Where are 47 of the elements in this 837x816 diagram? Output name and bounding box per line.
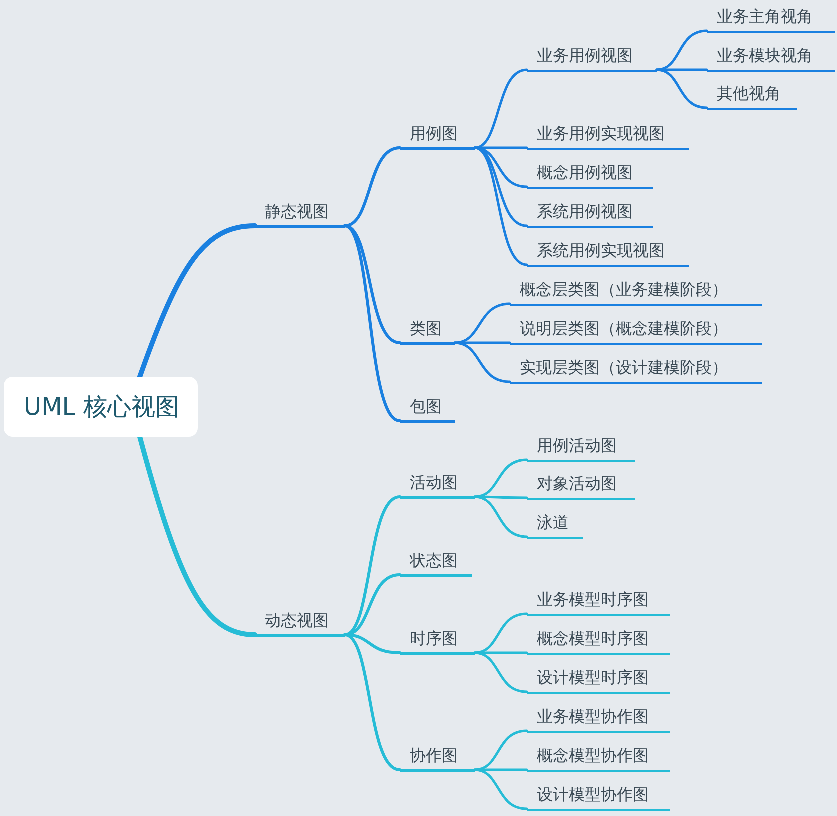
topic-label: 概念模型协作图: [527, 743, 670, 772]
branch-line: [474, 612, 528, 654]
topic-label: 业务主角视角: [707, 4, 835, 33]
topic-label: 状态图: [400, 548, 472, 577]
branch-line: [474, 68, 528, 150]
topic-label: 概念模型时序图: [527, 626, 670, 655]
branch-line: [656, 30, 708, 72]
branch-line: [454, 342, 512, 384]
topic-label: 静态视图: [255, 199, 345, 228]
topic-label: 系统用例实现视图: [527, 238, 689, 267]
branch-line: [474, 652, 528, 694]
topic-label: 说明层类图（概念建模阶段）: [510, 316, 762, 345]
topic-label: 概念用例视图: [527, 160, 653, 189]
topic-label: 业务模块视角: [707, 43, 835, 72]
topic-label: 活动图: [400, 470, 475, 499]
topic-label: 业务模型协作图: [527, 704, 670, 733]
topic-label: 时序图: [400, 626, 475, 655]
topic-label: 对象活动图: [527, 471, 635, 500]
branch-line: [474, 146, 528, 266]
topic-label: 业务用例实现视图: [527, 121, 689, 150]
topic-label: 协作图: [400, 743, 475, 772]
topic-label: 业务模型时序图: [527, 587, 670, 616]
topic-label: 概念层类图（业务建模阶段）: [510, 277, 762, 306]
topic-label: 其他视角: [707, 81, 797, 110]
topic-label: 泳道: [527, 510, 583, 539]
branch-line: [474, 768, 528, 810]
branch-line: [656, 68, 708, 110]
branch-line: [344, 496, 402, 636]
topic-label: 实现层类图（设计建模阶段）: [510, 355, 762, 384]
branch-line: [138, 434, 258, 638]
topic-label: 设计模型时序图: [527, 665, 670, 694]
topic-label: 用例图: [400, 121, 475, 150]
topic-label: 动态视图: [255, 608, 345, 637]
branch-line: [474, 730, 528, 772]
topic-label: 设计模型协作图: [527, 782, 670, 811]
topic-label: 包图: [400, 394, 455, 423]
topic-label: 用例活动图: [527, 433, 635, 462]
branch-line: [454, 302, 512, 344]
topic-label: 系统用例视图: [527, 199, 653, 228]
branch-line: [138, 224, 258, 380]
root-topic-box: UML 核心视图: [4, 377, 198, 437]
branch-line: [344, 224, 402, 422]
branch-line: [344, 634, 402, 772]
branch-line: [474, 458, 528, 498]
branch-line: [474, 496, 528, 538]
topic-label: 业务用例视图: [527, 43, 657, 72]
topic-label: 类图: [400, 316, 455, 345]
